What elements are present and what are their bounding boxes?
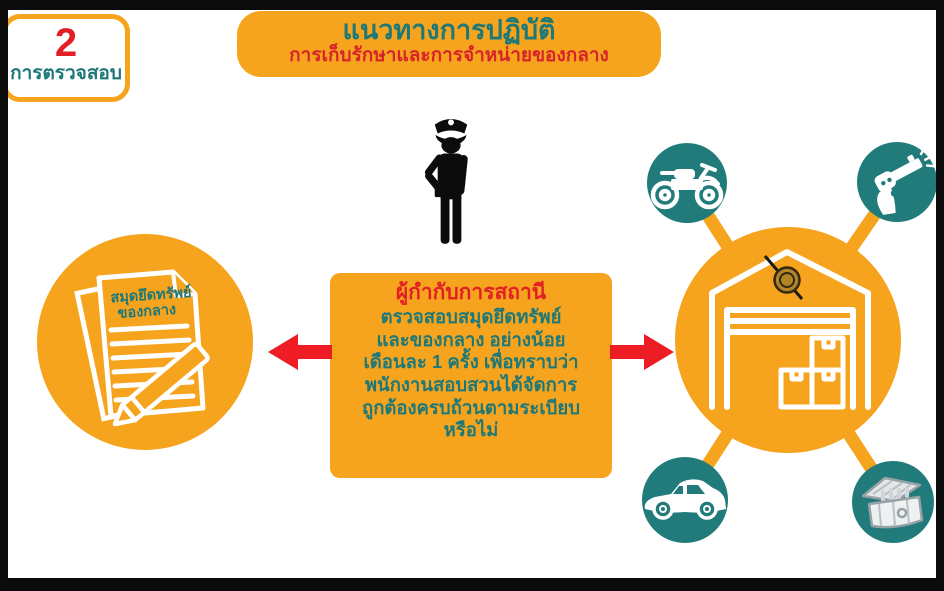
ledger-document-icon: สมุดยึดทรัพย์ ของกลาง xyxy=(74,269,210,427)
arrow-left-icon xyxy=(268,334,332,370)
warehouse-icon xyxy=(709,249,871,410)
police-seal-icon xyxy=(763,255,804,300)
officer-figure xyxy=(424,119,468,244)
banner-subtitle: การเก็บรักษาและการจำหน่ายของกลาง xyxy=(289,45,609,67)
evidence-storage-hub xyxy=(642,142,936,543)
revolver-gun-icon xyxy=(874,146,936,215)
ledger-title-line1: สมุดยึดทรัพย์ xyxy=(110,283,192,307)
police-officer-icon xyxy=(424,119,468,244)
cap-badge-dot xyxy=(448,119,454,126)
car-icon xyxy=(644,479,726,520)
stacked-boxes xyxy=(778,335,846,410)
ledger-title-line2: ของกลาง xyxy=(117,302,177,322)
slide-canvas: 2 การตรวจสอบ แนวทางการปฏิบัติ การเก็บรัก… xyxy=(8,10,936,578)
officer-leg xyxy=(452,193,462,244)
instruction-box: ผู้กำกับการสถานี ตรวจสอบสมุดยึดทรัพย์ แล… xyxy=(330,273,612,478)
instruction-line: ตรวจสอบสมุดยึดทรัพย์ xyxy=(380,306,562,328)
banner-title: แนวทางการปฏิบัติ xyxy=(342,15,556,45)
step-label: การตรวจสอบ xyxy=(10,63,122,84)
instruction-line: เดือนละ 1 ครั้ง เพื่อทราบว่า xyxy=(363,351,579,373)
motorcycle-icon xyxy=(650,163,724,210)
seizure-ledger-circle: สมุดยึดทรัพย์ ของกลาง xyxy=(37,234,253,450)
arrow-right-icon xyxy=(610,334,674,370)
instruction-line: และของกลาง อย่างน้อย xyxy=(376,328,566,350)
instruction-line: พนักงานสอบสวนได้จัดการ xyxy=(364,373,578,395)
gun-circle xyxy=(857,142,936,222)
officer-cap xyxy=(434,119,468,134)
instruction-line: หรือไม่ xyxy=(443,419,499,441)
title-banner: แนวทางการปฏิบัติ การเก็บรักษาและการจำหน่… xyxy=(237,11,661,77)
step-number: 2 xyxy=(54,21,78,65)
instruction-line: ถูกต้องครบถ้วนตามระเบียบ xyxy=(362,396,580,418)
officer-leg xyxy=(440,193,450,244)
treasure-chest-icon xyxy=(861,476,924,529)
instruction-title: ผู้กำกับการสถานี xyxy=(395,281,547,304)
ledger-folded-corner xyxy=(171,271,196,298)
step-badge: 2 การตรวจสอบ xyxy=(8,14,130,102)
pen-icon xyxy=(112,342,210,427)
officer-head xyxy=(441,137,461,154)
